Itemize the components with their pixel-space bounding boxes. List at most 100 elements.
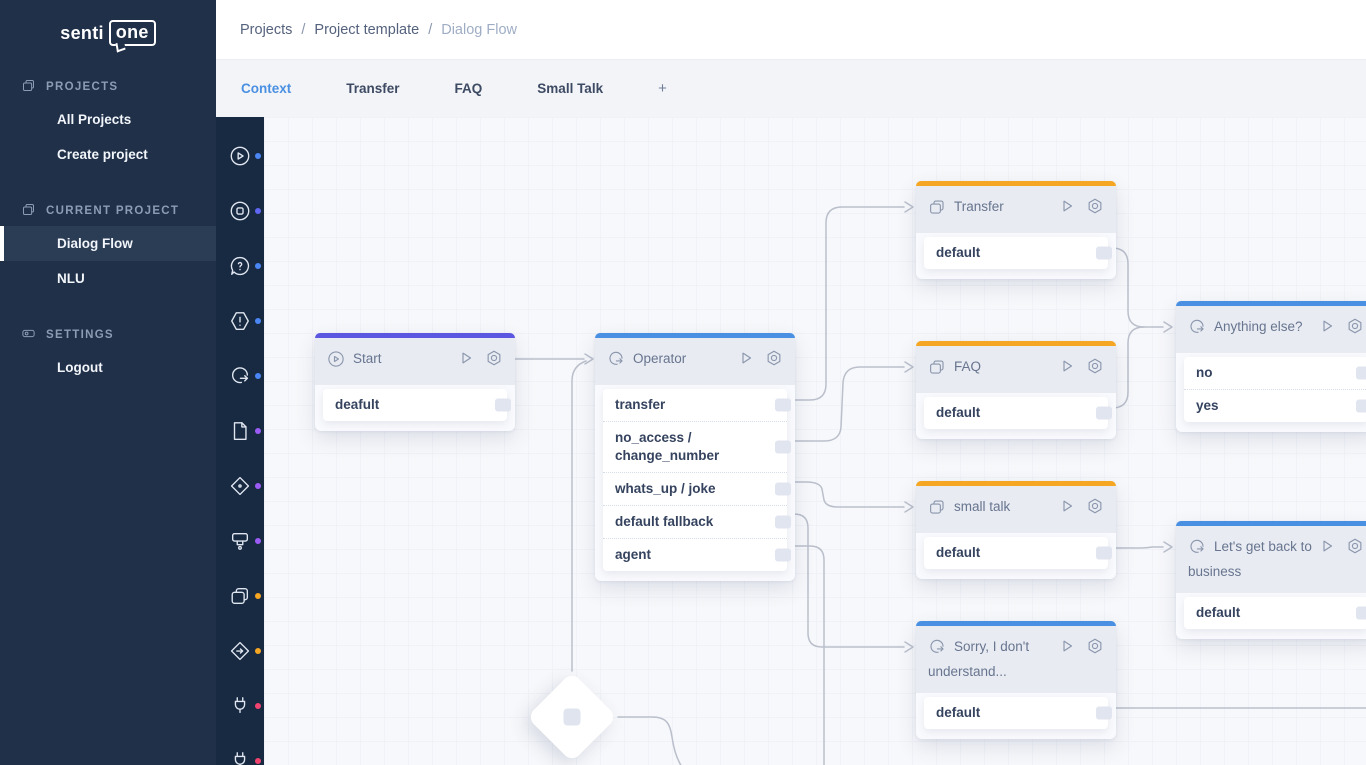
node-header: Sorry, I don't understand...	[916, 626, 1116, 693]
node-operator[interactable]: Operator transfer no_access / change_num…	[595, 333, 795, 581]
tab-transfer[interactable]: Transfer	[346, 81, 400, 96]
toolbar-integration-node[interactable]	[229, 750, 261, 765]
node-row[interactable]: deafult	[323, 389, 511, 421]
connection-line	[783, 481, 905, 508]
output-port[interactable]	[495, 398, 511, 412]
node-row[interactable]: transfer	[603, 389, 791, 421]
node-settings-icon[interactable]	[1086, 637, 1106, 657]
toolbar-document-node[interactable]	[229, 420, 261, 442]
node-row[interactable]: default fallback	[603, 505, 791, 538]
sidebar-item-logout[interactable]: Logout	[57, 360, 103, 375]
run-node-icon[interactable]	[737, 349, 757, 369]
output-port[interactable]	[775, 548, 791, 562]
tab-context[interactable]: Context	[241, 81, 292, 96]
node-settings-icon[interactable]	[485, 349, 505, 369]
add-tab-button[interactable]: +	[658, 80, 667, 97]
sidebar-section-settings: SETTINGS Logout	[0, 320, 216, 385]
breadcrumb-project-template[interactable]: Project template	[314, 21, 420, 38]
node-anything-else[interactable]: Anything else? no yes	[1176, 301, 1366, 432]
sidebar-section-current-project: CURRENT PROJECT Dialog Flow NLU	[0, 196, 216, 296]
node-accent-bar	[595, 333, 795, 338]
toolbar-fallback-node[interactable]	[229, 310, 261, 332]
tab-small-talk[interactable]: Small Talk	[537, 81, 604, 96]
toolbar-dot	[255, 648, 261, 654]
node-row[interactable]: default	[924, 237, 1112, 269]
sidebar-item-create-project[interactable]: Create project	[57, 147, 148, 162]
message-arrow-icon	[232, 367, 249, 384]
sidebar: senti one PROJECTS All Projects Create p…	[0, 0, 216, 765]
node-row[interactable]: default	[924, 397, 1112, 429]
tab-faq[interactable]: FAQ	[454, 81, 483, 96]
toolbar-condition-node[interactable]	[229, 475, 261, 497]
output-port[interactable]	[1356, 606, 1366, 620]
node-small-talk[interactable]: small talk default	[916, 481, 1116, 579]
sidebar-item-all-projects[interactable]: All Projects	[57, 112, 132, 127]
node-row[interactable]: agent	[603, 538, 791, 571]
run-node-icon[interactable]	[1318, 317, 1338, 337]
toolbar-dot	[255, 593, 261, 599]
node-settings-icon[interactable]	[1086, 357, 1106, 377]
run-node-icon[interactable]	[1058, 637, 1078, 657]
condition-diamond-icon	[230, 476, 250, 496]
section-label: PROJECTS	[46, 81, 119, 93]
output-port[interactable]	[1096, 546, 1112, 560]
node-lets-get-back[interactable]: Let's get back to business default	[1176, 521, 1366, 639]
run-node-icon[interactable]	[1318, 537, 1338, 557]
toolbar-plug-node[interactable]	[229, 695, 261, 717]
dialog-flow-canvas[interactable]: Start deafult Operator transfer no_acces…	[264, 117, 1366, 765]
sidebar-item-nlu[interactable]: NLU	[57, 271, 85, 286]
output-port[interactable]	[1356, 366, 1366, 380]
node-row[interactable]: default	[924, 697, 1112, 729]
node-row[interactable]: no	[1184, 357, 1366, 389]
node-settings-icon[interactable]	[1346, 537, 1366, 557]
section-head-current-project: CURRENT PROJECT	[0, 196, 216, 226]
breadcrumb-projects[interactable]: Projects	[240, 21, 293, 38]
toolbar-question-node[interactable]	[229, 255, 261, 277]
toolbar-start-node[interactable]	[229, 145, 261, 167]
output-port[interactable]	[775, 398, 791, 412]
breadcrumb-dialog-flow: Dialog Flow	[441, 21, 517, 38]
node-faq[interactable]: FAQ default	[916, 341, 1116, 439]
toolbar-context-node[interactable]	[229, 585, 261, 607]
node-settings-icon[interactable]	[765, 349, 785, 369]
output-port[interactable]	[1096, 406, 1112, 420]
node-condition-diamond[interactable]	[526, 671, 618, 763]
run-node-icon[interactable]	[457, 349, 477, 369]
node-row[interactable]: whats_up / joke	[603, 472, 791, 505]
output-port[interactable]	[775, 440, 791, 454]
row-label: default fallback	[615, 514, 714, 529]
toolbar-goto-node[interactable]	[229, 640, 261, 662]
row-label: default	[936, 545, 981, 560]
node-row[interactable]: yes	[1184, 389, 1366, 422]
output-port[interactable]	[1096, 246, 1112, 260]
sidebar-item-dialog-flow[interactable]: Dialog Flow	[0, 226, 216, 261]
node-sorry-fallback[interactable]: Sorry, I don't understand... default	[916, 621, 1116, 739]
node-accent-bar	[916, 481, 1116, 486]
toolbar-statement-node[interactable]	[229, 365, 261, 387]
node-row[interactable]: default	[1184, 597, 1366, 629]
output-port[interactable]	[775, 482, 791, 496]
node-start[interactable]: Start deafult	[315, 333, 515, 431]
node-row[interactable]: no_access / change_number	[603, 421, 791, 472]
node-accent-bar	[916, 181, 1116, 186]
message-arrow-icon	[1188, 318, 1206, 342]
toolbar-dot	[255, 263, 261, 269]
node-settings-icon[interactable]	[1346, 317, 1366, 337]
run-node-icon[interactable]	[1058, 357, 1078, 377]
toolbar-dot	[255, 318, 261, 324]
output-port[interactable]	[1096, 706, 1112, 720]
section-label: CURRENT PROJECT	[46, 205, 180, 217]
diamond-port[interactable]	[563, 708, 581, 726]
output-port[interactable]	[775, 515, 791, 529]
toolbar-paint-node[interactable]	[229, 530, 261, 552]
node-accent-bar	[916, 621, 1116, 626]
arrowhead	[904, 641, 914, 653]
run-node-icon[interactable]	[1058, 497, 1078, 517]
node-settings-icon[interactable]	[1086, 197, 1106, 217]
node-settings-icon[interactable]	[1086, 497, 1106, 517]
node-row[interactable]: default	[924, 537, 1112, 569]
node-transfer[interactable]: Transfer default	[916, 181, 1116, 279]
output-port[interactable]	[1356, 399, 1366, 413]
run-node-icon[interactable]	[1058, 197, 1078, 217]
toolbar-end-node[interactable]	[229, 200, 261, 222]
